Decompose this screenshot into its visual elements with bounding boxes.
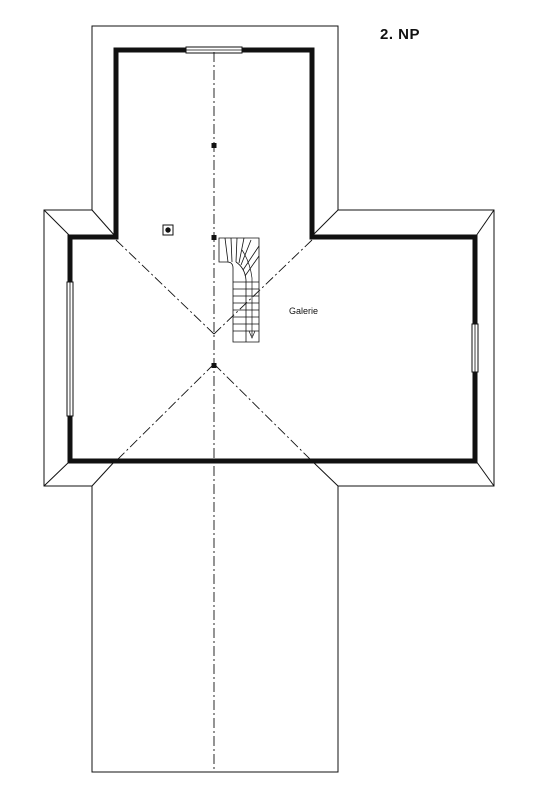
staircase (218, 237, 260, 343)
floor-title: 2. NP (380, 26, 421, 43)
exterior-walls (67, 47, 478, 464)
ridge-markers (211, 143, 217, 368)
ridge-lines (115, 52, 313, 772)
window-right (471, 323, 479, 373)
roof-outline (43, 25, 495, 773)
roof-corner-lines (43, 209, 495, 487)
chimney-symbol (162, 224, 174, 236)
window-left (66, 281, 74, 417)
room-label-galerie: Galerie (289, 306, 318, 316)
